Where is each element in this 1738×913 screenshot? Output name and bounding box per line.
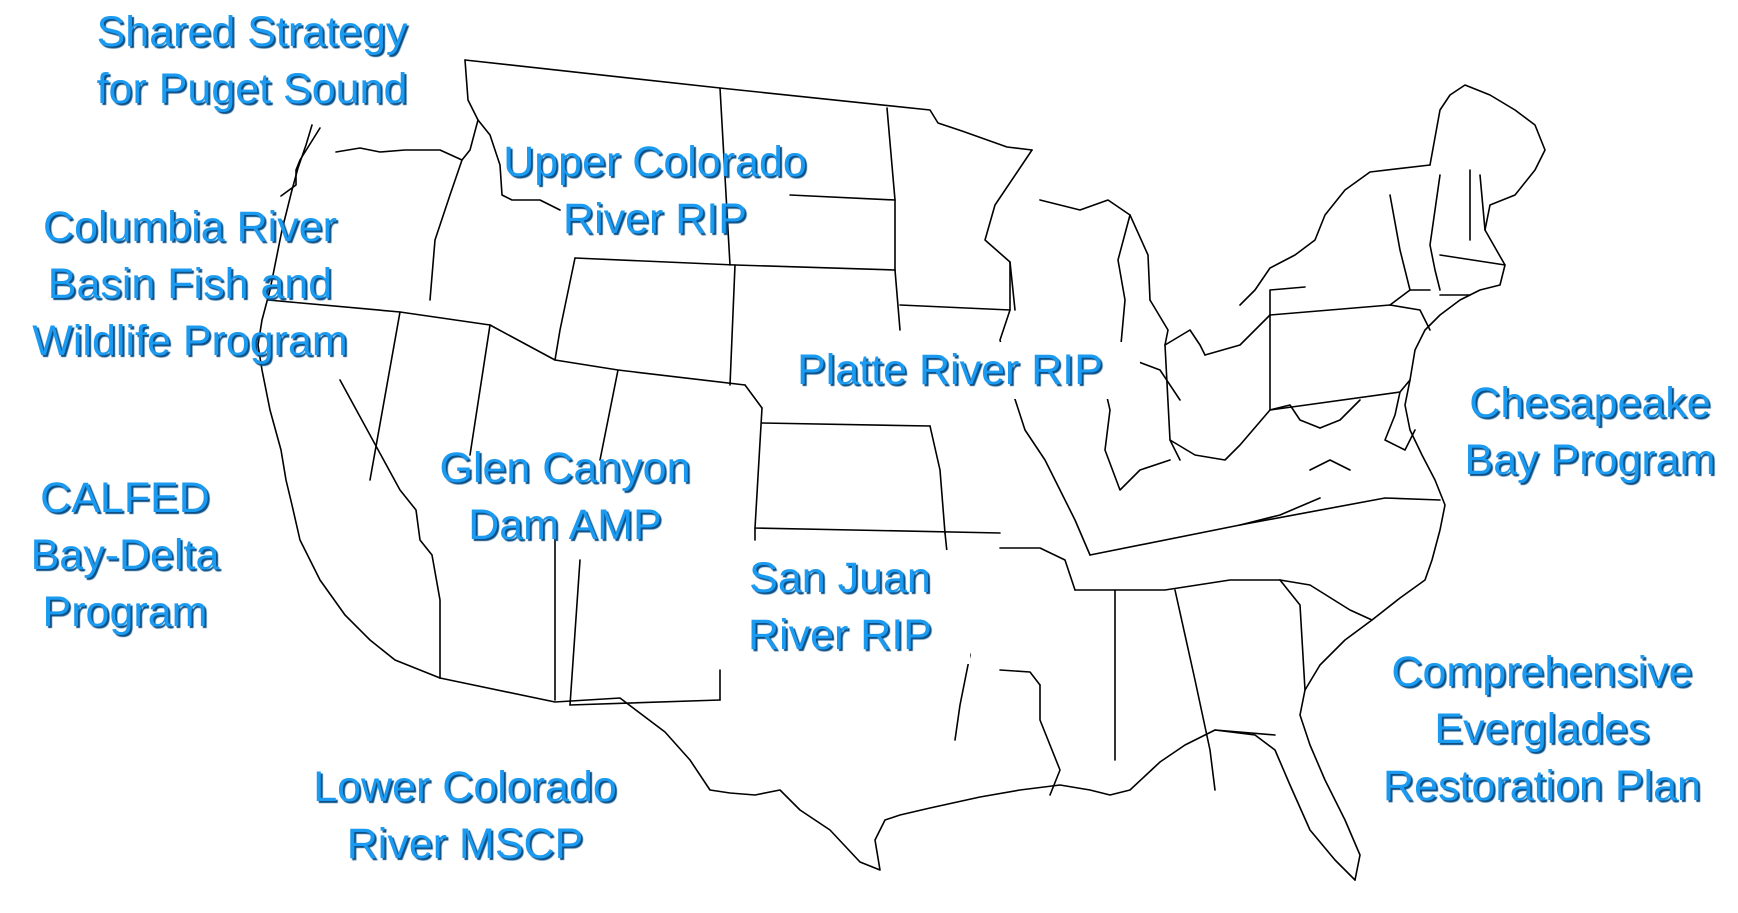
label-line: Bay-Delta [30, 531, 220, 579]
label-line: Columbia River [43, 203, 337, 251]
label-line: Glen Canyon [439, 444, 691, 492]
label-line: for Puget Sound [96, 65, 408, 113]
label-line: Chesapeake [1469, 379, 1711, 427]
label-line: Bay Program [1464, 436, 1716, 484]
label-line: Comprehensive [1391, 648, 1693, 696]
label-platte-river-rip: Platte River RIP [760, 342, 1140, 399]
label-line: CALFED [40, 474, 210, 522]
label-san-juan-river-rip: San Juan River RIP [710, 550, 970, 664]
label-line: Dam AMP [468, 501, 662, 549]
label-shared-strategy-puget-sound: Shared Strategy for Puget Sound [72, 4, 432, 118]
label-upper-colorado-river-rip: Upper Colorado River RIP [475, 134, 835, 248]
label-line: River RIP [563, 195, 747, 243]
label-lower-colorado-river-mscp: Lower Colorado River MSCP [280, 759, 650, 873]
label-line: Upper Colorado [503, 138, 807, 186]
label-columbia-river-basin: Columbia River Basin Fish and Wildlife P… [10, 199, 370, 370]
label-line: Program [42, 588, 208, 636]
label-line: Everglades [1434, 705, 1650, 753]
state-borders [267, 59, 1506, 796]
label-line: Lower Colorado [313, 763, 617, 811]
label-comprehensive-everglades-restoration-plan: Comprehensive Everglades Restoration Pla… [1362, 644, 1722, 815]
label-glen-canyon-dam-amp: Glen Canyon Dam AMP [410, 440, 720, 554]
label-line: Platte River RIP [797, 346, 1103, 394]
label-line: River RIP [748, 611, 932, 659]
label-chesapeake-bay-program: Chesapeake Bay Program [1450, 375, 1730, 489]
label-line: San Juan [749, 554, 931, 602]
label-line: Wildlife Program [32, 317, 348, 365]
label-line: River MSCP [346, 820, 584, 868]
label-line: Restoration Plan [1383, 762, 1701, 810]
label-calfed-bay-delta: CALFED Bay-Delta Program [10, 470, 240, 641]
label-line: Basin Fish and [47, 260, 333, 308]
label-line: Shared Strategy [96, 8, 408, 56]
